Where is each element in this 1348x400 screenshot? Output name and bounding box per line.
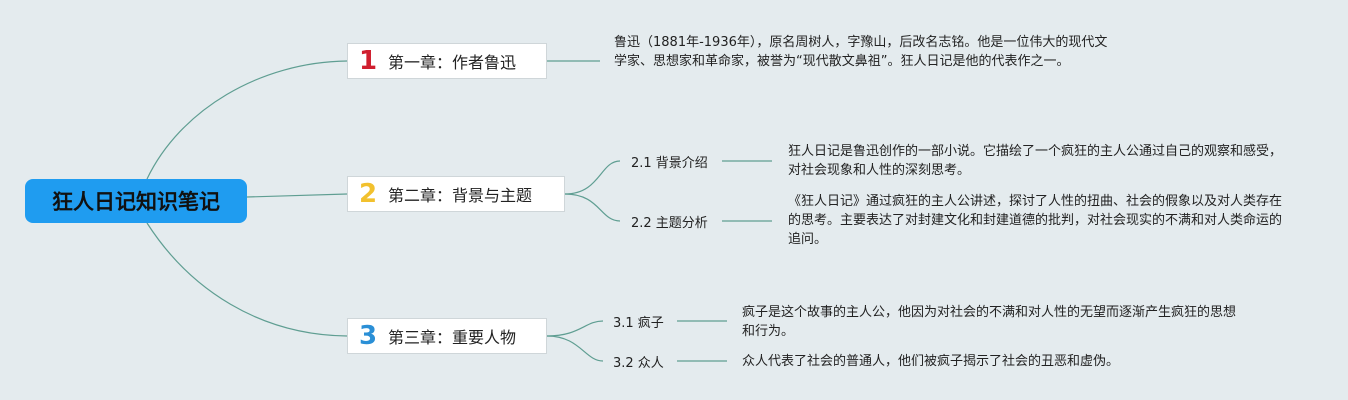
chapter-1-description: 鲁迅（1881年-1936年），原名周树人，字豫山，后改名志铭。他是一位伟大的现… <box>614 35 1108 69</box>
root-title: 狂人日记知识笔记 <box>52 190 220 214</box>
chapter-3-number-icon: 3 <box>358 321 378 351</box>
link-root-ch1 <box>146 60 348 180</box>
chapter-1-label: 第一章：作者鲁迅 <box>388 53 517 72</box>
root-topic[interactable]: 狂人日记知识笔记 <box>25 179 247 223</box>
link-ch2-sub2 <box>564 193 621 222</box>
link-root-ch2 <box>246 193 348 198</box>
sub-topic-2-1[interactable]: 2.1 背景介绍 <box>631 156 708 171</box>
link-ch3-sub2 <box>546 335 604 362</box>
sub-topic-3-2[interactable]: 3.2 众人 <box>613 356 664 371</box>
chapter-2-label: 第二章：背景与主题 <box>388 186 533 205</box>
sub-topic-3-1[interactable]: 3.1 疯子 <box>613 316 664 331</box>
link-ch3-sub1 <box>546 320 604 337</box>
sub-topic-2-1-description: 狂人日记是鲁迅创作的一部小说。它描绘了一个疯狂的主人公通过自己的观察和感受，对社… <box>788 144 1283 178</box>
sub-topic-3-2-description: 众人代表了社会的普通人，他们被疯子揭示了社会的丑恶和虚伪。 <box>742 354 1120 369</box>
link-root-ch3 <box>146 222 348 337</box>
chapter-3-node[interactable]: 3 第三章：重要人物 <box>347 318 547 354</box>
chapter-1-number-icon: 1 <box>358 46 378 76</box>
sub-topic-2-2-description: 《狂人日记》通过疯狂的主人公讲述，探讨了人性的扭曲、社会的假象以及对人类存在的思… <box>788 194 1283 247</box>
chapter-1-node[interactable]: 1 第一章：作者鲁迅 <box>347 43 547 79</box>
link-ch2-sub1 <box>564 160 621 195</box>
sub-topic-3-1-description: 疯子是这个故事的主人公，他因为对社会的不满和对人性的无望而逐渐产生疯狂的思想和行… <box>742 305 1237 339</box>
chapter-2-node[interactable]: 2 第二章：背景与主题 <box>347 176 565 212</box>
chapter-3-label: 第三章：重要人物 <box>388 328 517 347</box>
chapter-2-number-icon: 2 <box>358 179 378 209</box>
sub-topic-2-2[interactable]: 2.2 主题分析 <box>631 216 708 231</box>
